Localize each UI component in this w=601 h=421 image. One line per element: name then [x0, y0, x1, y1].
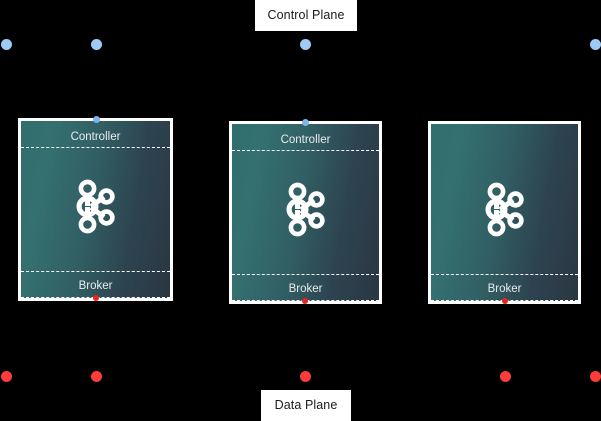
node-3-broker-label: Broker [487, 283, 522, 295]
data-plane-dot-2[interactable] [91, 371, 102, 382]
data-plane-label: Data Plane [261, 390, 351, 421]
node-2-inner: Controller [232, 124, 379, 301]
node-1-controller-label: Controller [70, 131, 121, 143]
data-plane-dot-1[interactable] [1, 371, 12, 382]
node-1-broker-label: Broker [78, 280, 113, 292]
node-2-broker-separator [232, 274, 379, 275]
node-box-1[interactable]: Controller [18, 118, 173, 301]
node-3-bottom-anchor-dot[interactable] [502, 298, 508, 304]
node-2-top-anchor-dot[interactable] [302, 119, 309, 126]
kafka-logo [482, 182, 528, 237]
data-plane-dot-5[interactable] [590, 371, 601, 382]
data-plane-dot-4[interactable] [500, 371, 511, 382]
node-1-top-anchor-dot[interactable] [93, 116, 100, 123]
node-1-inner: Controller [21, 121, 170, 298]
control-plane-dot-2[interactable] [91, 39, 102, 50]
data-plane-dot-3[interactable] [300, 371, 311, 382]
node-3-inner: Broker [431, 124, 578, 301]
kafka-logo [283, 182, 329, 237]
control-plane-dot-4[interactable] [590, 39, 601, 50]
node-box-3[interactable]: Broker [428, 121, 581, 304]
node-1-broker-separator [21, 271, 170, 272]
node-2-bottom-anchor-dot[interactable] [302, 298, 308, 304]
node-box-2[interactable]: Controller [229, 121, 382, 304]
control-plane-label: Control Plane [255, 0, 357, 31]
node-2-controller-label: Controller [280, 134, 331, 146]
node-1-controller-separator [21, 147, 170, 148]
node-1-bottom-anchor-dot[interactable] [93, 295, 99, 301]
control-plane-dot-1[interactable] [1, 39, 12, 50]
control-plane-dot-3[interactable] [300, 39, 311, 50]
node-2-controller-separator [232, 150, 379, 151]
node-3-broker-separator [431, 274, 578, 275]
node-2-broker-label: Broker [288, 283, 323, 295]
kafka-logo [73, 179, 119, 234]
